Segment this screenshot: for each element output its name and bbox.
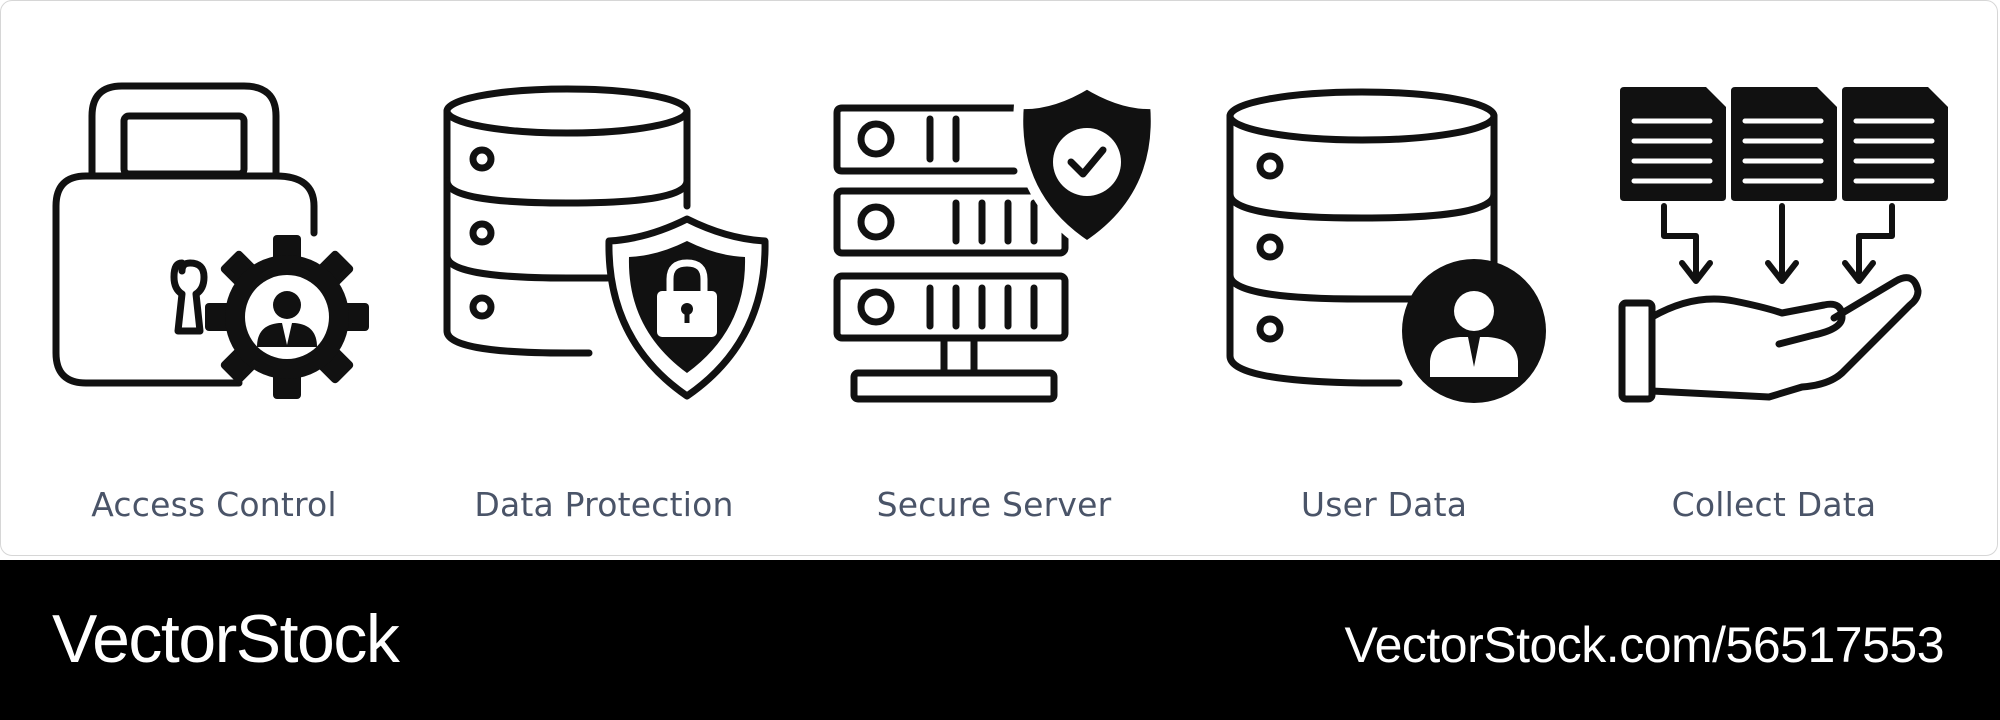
icon-set-panel: Access Control Data Pr — [0, 0, 1998, 556]
documents-hand-icon — [1618, 87, 1948, 403]
database-user-icon — [1226, 88, 1546, 403]
database-shield-lock-icon — [443, 85, 769, 400]
server-shield-check-icon — [833, 79, 1161, 403]
icon-label: Collect Data — [1671, 485, 1877, 524]
icon-cell-access-control: Access Control — [14, 1, 414, 557]
image-url: VectorStock.com/56517553 — [1344, 617, 1945, 673]
icon-cell-secure-server: Secure Server — [794, 1, 1194, 557]
icon-label: User Data — [1300, 485, 1468, 524]
icon-cell-collect-data: Collect Data — [1574, 1, 1974, 557]
icon-label: Secure Server — [876, 485, 1112, 524]
padlock-gear-user-icon — [52, 82, 369, 399]
watermark-footer: VectorStock VectorStock.com/56517553 — [0, 560, 2000, 720]
icon-cell-data-protection: Data Protection — [404, 1, 804, 557]
icon-label: Data Protection — [474, 485, 734, 524]
icon-cell-user-data: User Data — [1184, 1, 1584, 557]
icon-label: Access Control — [91, 485, 337, 524]
brand-logo: VectorStock — [52, 601, 400, 677]
